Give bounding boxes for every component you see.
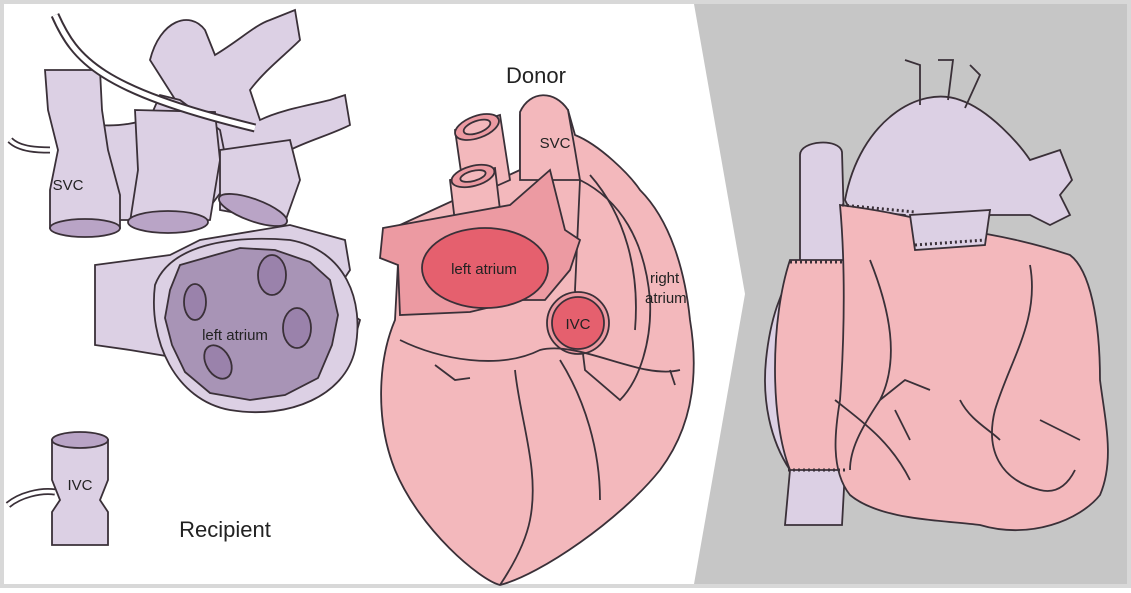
recipient-ivc-label: IVC: [67, 477, 92, 494]
recipient-pv-ostium-1: [184, 284, 206, 320]
recipient-title: Recipient: [179, 517, 271, 542]
recipient-left-atrium-remnant: [165, 248, 338, 400]
recipient-ivc-opening: [52, 432, 108, 448]
recipient-svc-opening: [50, 219, 120, 237]
recipient-left-atrium-label: left atrium: [202, 327, 268, 344]
recipient-pv-ostium-3: [283, 308, 311, 348]
recipient-svc-label: SVC: [53, 177, 84, 194]
recipient-pv-ostium-2: [258, 255, 286, 295]
donor-right-atrium-label-1: right: [650, 270, 680, 287]
donor-svc-label: SVC: [540, 135, 571, 152]
donor-title: Donor: [506, 63, 566, 88]
recipient-aorta-cuff: [130, 110, 220, 222]
donor-right-atrium-label-2: atrium: [645, 290, 687, 307]
recipient-aorta-opening: [128, 211, 208, 233]
donor-ivc-label: IVC: [565, 316, 590, 333]
donor-left-atrium-label: left atrium: [451, 261, 517, 278]
result-pulmonary-artery: [910, 210, 990, 250]
